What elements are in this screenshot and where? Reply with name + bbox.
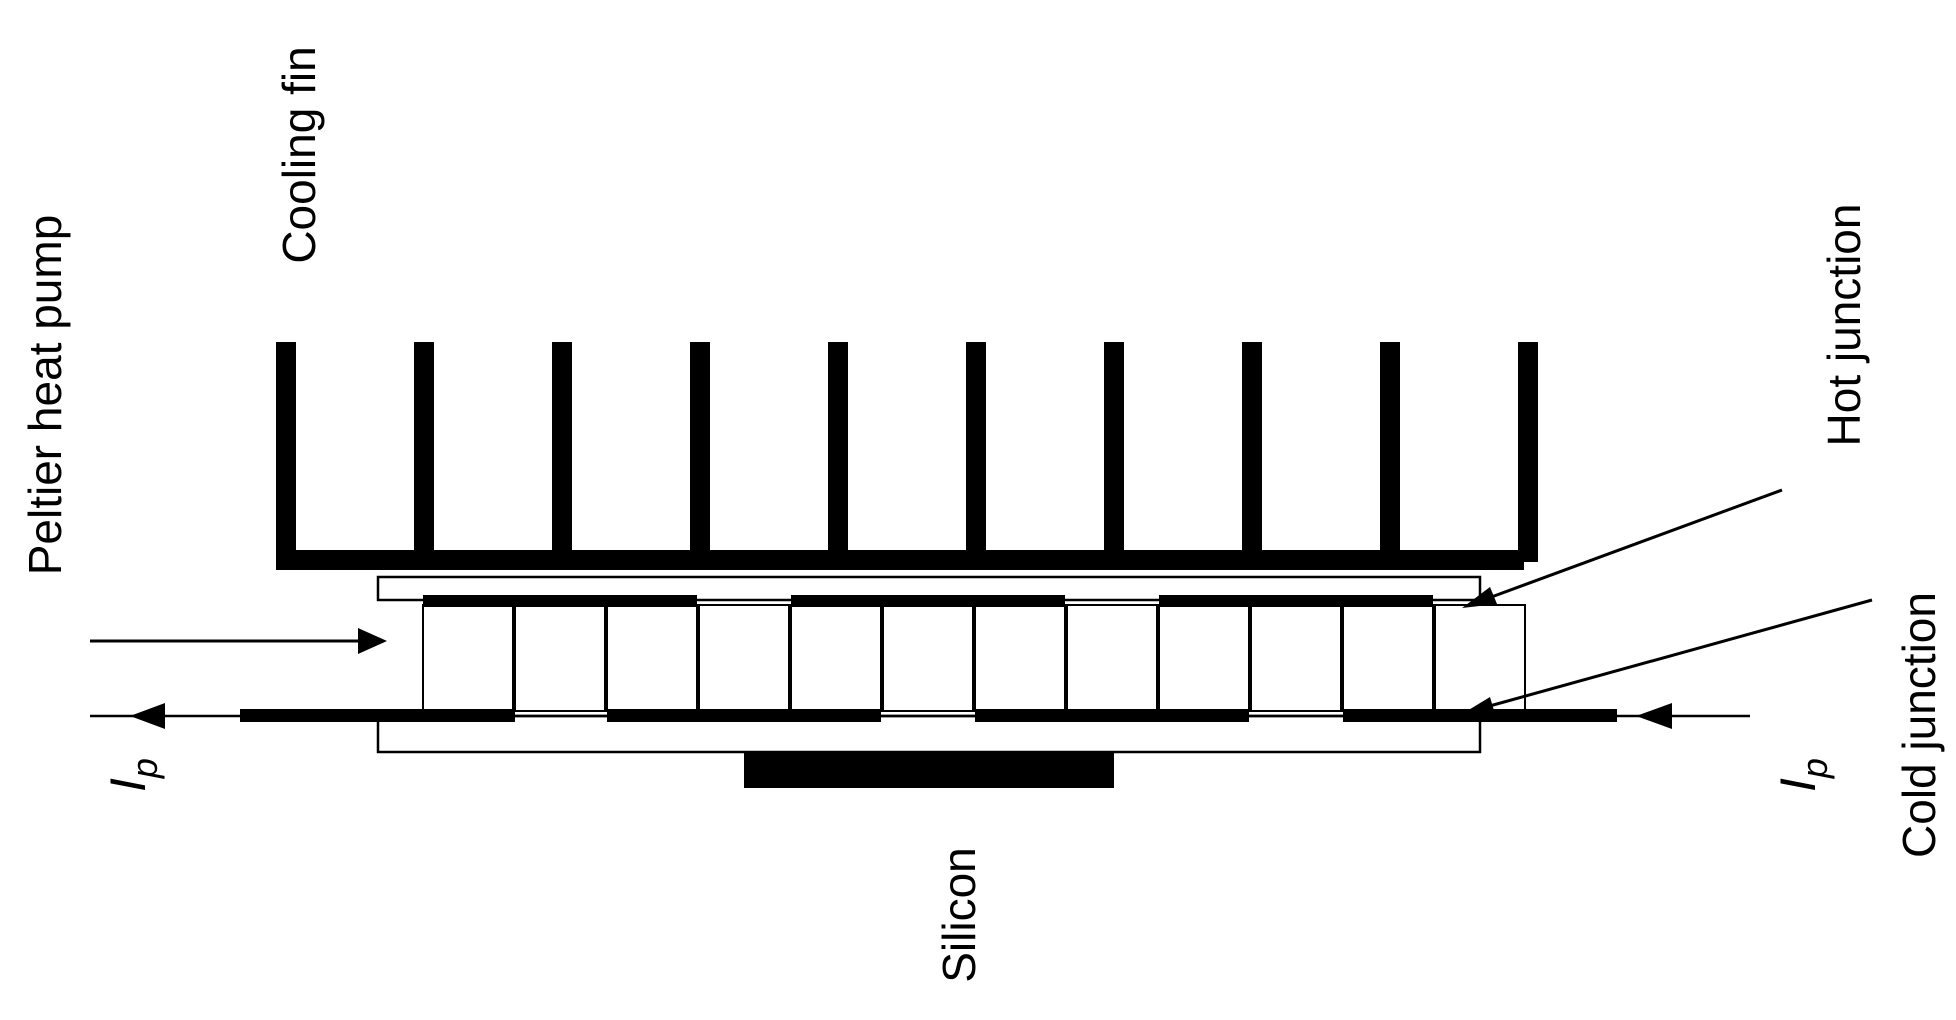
thermoelectric-legs [422, 604, 1526, 712]
cooling-fin [1104, 342, 1124, 562]
hot-junction-pointer [1462, 488, 1783, 608]
cooling-fin [414, 342, 434, 562]
peltier-arrow-head [358, 628, 387, 654]
cold-junction-strip [240, 709, 515, 722]
cold-junction-strip [607, 709, 881, 722]
cooling-fin-label: Cooling fin [273, 46, 325, 263]
hot-junction-label: Hot junction [1818, 204, 1870, 447]
cooling-fin [828, 342, 848, 562]
cold-junction-pointer [1462, 598, 1873, 714]
current-arrow-right-head [1636, 703, 1672, 729]
hot-junction-pointer-head [1462, 587, 1497, 608]
peltier-heat-pump-label: Peltier heat pump [19, 215, 71, 576]
cooling-fin [690, 342, 710, 562]
thermoelectric-leg [1066, 604, 1158, 712]
thermoelectric-leg [1250, 604, 1342, 712]
hot-junction-strip [1159, 595, 1433, 607]
peltier-arrow [90, 628, 387, 654]
thermoelectric-leg [974, 604, 1066, 712]
silicon-label: Silicon [933, 847, 985, 983]
cooling-fin [1380, 342, 1400, 562]
cooling-fin [1242, 342, 1262, 562]
thermoelectric-leg [422, 604, 514, 712]
thermoelectric-leg [882, 604, 974, 712]
hot-junction-strip [791, 595, 1065, 607]
cooling-fin [552, 342, 572, 562]
cold-junction-strips [240, 709, 1617, 722]
cooling-fin [1518, 342, 1538, 562]
thermoelectric-leg [1158, 604, 1250, 712]
hot-junction-strips [423, 595, 1433, 607]
cooling-fins [276, 342, 1538, 562]
thermoelectric-leg [1434, 604, 1526, 712]
thermoelectric-leg [790, 604, 882, 712]
current-label-left: Ip [100, 758, 165, 792]
hot-junction-strip [423, 595, 697, 607]
cold-junction-strip [1343, 709, 1617, 722]
cold-junction-strip [975, 709, 1249, 722]
thermoelectric-leg [606, 604, 698, 712]
silicon-die [744, 752, 1114, 788]
bottom-ceramic-plate [376, 714, 1482, 754]
cooling-fin [966, 342, 986, 562]
current-label-right: Ip [1770, 758, 1835, 792]
cold-junction-pointer-head [1462, 697, 1495, 714]
thermoelectric-leg [514, 604, 606, 712]
thermoelectric-leg [698, 604, 790, 712]
heatsink-base [276, 550, 1524, 570]
cooling-fin [276, 342, 296, 562]
cooling-fin-heatsink [276, 342, 1538, 570]
cold-junction-label: Cold junction [1893, 592, 1945, 858]
current-arrow-left-head [130, 703, 165, 729]
thermoelectric-leg [1342, 604, 1434, 712]
